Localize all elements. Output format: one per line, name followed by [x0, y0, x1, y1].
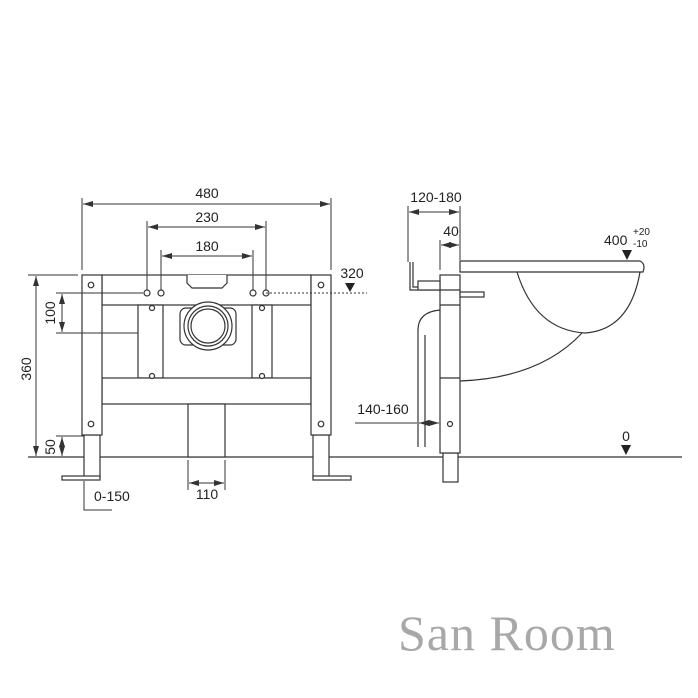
dim-110: 110	[196, 486, 219, 502]
drain-pipe-connector	[179, 301, 237, 351]
level-400: 400	[604, 232, 628, 248]
dim-100: 100	[42, 301, 58, 325]
level-400-tol-plus: +20	[633, 227, 650, 238]
dim-140-160: 140-160	[357, 401, 409, 417]
dim-480: 480	[195, 185, 219, 201]
watermark: San Room	[398, 605, 616, 661]
level-400-tol-minus: -10	[633, 239, 648, 250]
side-frame	[409, 262, 485, 483]
dim-40: 40	[443, 223, 459, 239]
side-dimensions	[355, 206, 632, 455]
level-marker-icon	[622, 250, 632, 260]
dim-50: 50	[42, 439, 58, 455]
dim-0-150: 0-150	[94, 488, 130, 504]
dim-180: 180	[195, 238, 219, 254]
front-dimensions	[28, 198, 367, 511]
wall-hung-toilet	[459, 260, 645, 382]
front-frame	[61, 274, 352, 481]
level-320: 320	[340, 265, 364, 281]
level-0: 0	[622, 428, 630, 444]
level-marker-icon	[621, 445, 631, 455]
dim-120-180: 120-180	[410, 189, 462, 205]
dim-230: 230	[195, 209, 219, 225]
dim-360: 360	[18, 357, 34, 381]
level-marker-icon	[345, 283, 355, 292]
